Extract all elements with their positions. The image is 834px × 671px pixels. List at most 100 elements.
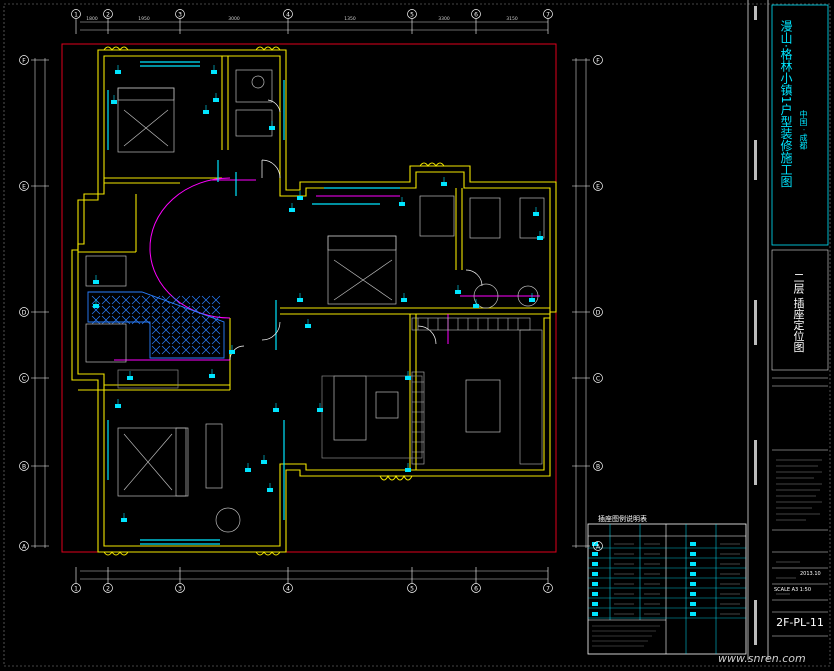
- grid-marker-side: C: [596, 376, 600, 383]
- grid-marker-top: 4: [286, 586, 290, 593]
- dimension-label: 3000: [228, 16, 240, 22]
- grid-marker-top: 1: [74, 12, 78, 19]
- grid-bubble-side: [593, 55, 603, 65]
- socket-icon: [441, 182, 447, 186]
- grid-bubble-top: [103, 9, 113, 19]
- grid-bubble-top: [71, 583, 81, 593]
- grid-marker-side: A: [22, 544, 27, 551]
- socket-icon: [401, 298, 407, 302]
- grid-bubble-side: [593, 307, 603, 317]
- socket-icon: [203, 110, 209, 114]
- grid-bubble-top: [175, 583, 185, 593]
- socket-icon: [269, 126, 275, 130]
- grid-marker-top: 4: [286, 12, 290, 19]
- socket-icon: [405, 376, 411, 380]
- grid-bubble-top: [543, 583, 553, 593]
- socket-icon: [213, 98, 219, 102]
- socket-icon: [93, 65, 543, 522]
- socket-icon: [297, 298, 303, 302]
- socket-icon: [261, 460, 267, 464]
- grid-marker-side: D: [22, 310, 27, 317]
- grid-bubble-side: [19, 55, 29, 65]
- dimension-label: 1950: [138, 16, 150, 22]
- grid-marker-top: 7: [546, 12, 550, 19]
- title-block: [747, 0, 829, 660]
- socket-icon: [405, 468, 411, 472]
- socket-icon: [473, 304, 479, 308]
- grid-marker-top: 7: [546, 586, 550, 593]
- grid-bubble-side: [593, 541, 603, 551]
- grid-bubble-side: [593, 373, 603, 383]
- sheet-title: 二层 插座定位图: [792, 272, 805, 353]
- socket-icon: [111, 100, 117, 104]
- socket-icon: [93, 304, 99, 308]
- bed-icon: [117, 427, 189, 497]
- corbels: [103, 46, 445, 556]
- grid-bubble-top: [543, 9, 553, 19]
- scale-label: SCALE A3 1:50: [774, 587, 812, 593]
- grid-marker-top: 2: [106, 12, 110, 19]
- dimension-ticks: [31, 19, 590, 583]
- socket-icon: [245, 468, 251, 472]
- grid-bubble-side: [19, 181, 29, 191]
- socket-icon: [305, 324, 311, 328]
- legend-table: [587, 523, 747, 655]
- grid-bubble-top: [471, 9, 481, 19]
- date-label: 2013.10: [800, 571, 821, 577]
- grid-marker-top: 3: [178, 586, 182, 593]
- socket-icon: [297, 196, 303, 200]
- windows-cyan: [107, 61, 400, 545]
- grid-marker-side: F: [22, 58, 26, 65]
- grid-bubble-side: [19, 307, 29, 317]
- socket-icon: [267, 488, 273, 492]
- table-icon: [85, 69, 545, 533]
- socket-icon: [121, 518, 127, 522]
- stair-tiles: [87, 291, 225, 359]
- grid-marker-side: A: [596, 544, 601, 551]
- grid-marker-side: E: [22, 184, 26, 191]
- socket-icon: [209, 374, 215, 378]
- socket-icon: [211, 70, 217, 74]
- bed-icon: [117, 87, 175, 153]
- sheet-number: 2F-PL-11: [776, 616, 824, 629]
- grid-bubble-side: [19, 461, 29, 471]
- grid-marker-side: E: [596, 184, 600, 191]
- socket-icon: [93, 280, 99, 284]
- grid-bubble-top: [103, 583, 113, 593]
- grid-bubble-top: [407, 9, 417, 19]
- grid-marker-top: 1: [74, 586, 78, 593]
- socket-icon: [455, 290, 461, 294]
- legend-rows: [588, 542, 746, 647]
- grid-marker-top: 6: [474, 12, 478, 19]
- grid-bubble-top: [283, 9, 293, 19]
- grid-marker-side: B: [596, 464, 600, 471]
- socket-icon: [399, 202, 405, 206]
- grid-bubble-top: [283, 583, 293, 593]
- socket-icon: [289, 208, 295, 212]
- grid-marker-side: C: [22, 376, 26, 383]
- grid-marker-top: 3: [178, 12, 182, 19]
- grid-bubble-side: [19, 373, 29, 383]
- walls-yellow: [71, 49, 557, 553]
- socket-icon: [537, 236, 543, 240]
- dimension-label: 1800: [86, 16, 98, 22]
- socket-icon: [317, 408, 323, 412]
- socket-icon: [115, 404, 121, 408]
- grid-bubble-side: [593, 461, 603, 471]
- socket-icon: [529, 298, 535, 302]
- grid-bubble-top: [175, 9, 185, 19]
- dimension-label: 3150: [506, 16, 518, 22]
- legend-title: 插座图例说明表: [598, 515, 647, 523]
- grid-marker-top: 5: [410, 586, 414, 593]
- socket-icon: [229, 350, 235, 354]
- socket-icon: [115, 70, 121, 74]
- grid-bubble-side: [593, 181, 603, 191]
- project-title: 漫山·格林小镇1户型装修施工图: [779, 20, 793, 188]
- wardrobe: [411, 317, 543, 465]
- grid-marker-top: 5: [410, 12, 414, 19]
- project-subtitle: 中国 · 成都: [799, 110, 808, 150]
- grid-bubble-side: [19, 541, 29, 551]
- socket-icon: [127, 376, 133, 380]
